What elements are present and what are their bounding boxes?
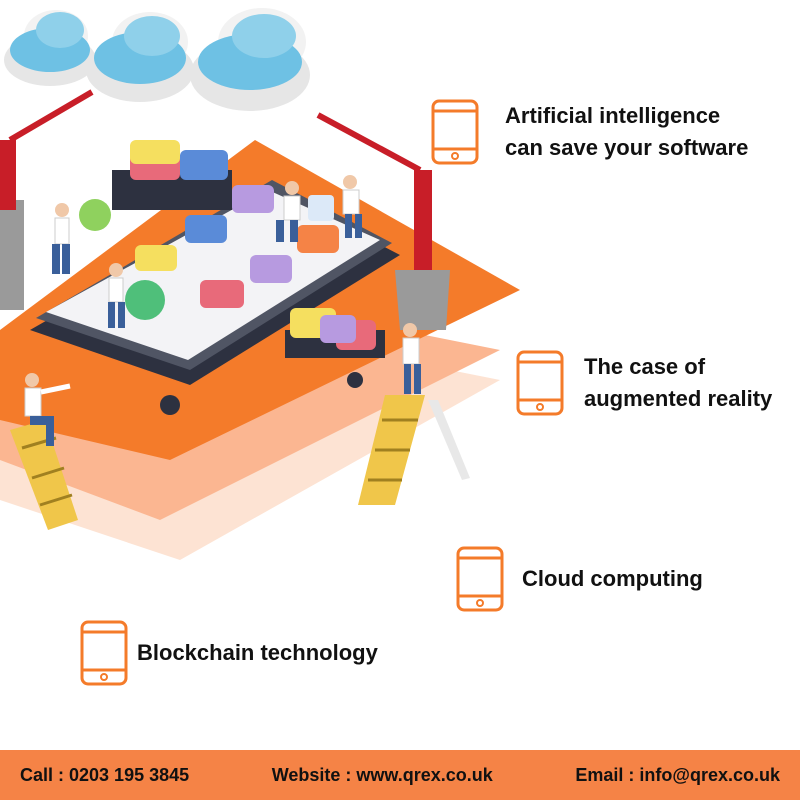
worker-icon bbox=[276, 181, 301, 242]
app-block bbox=[200, 280, 244, 308]
worker-icon bbox=[52, 203, 70, 274]
block-stack bbox=[112, 140, 232, 210]
phone-link[interactable]: Call : 0203 195 3845 bbox=[20, 764, 190, 785]
email-link[interactable]: Email : info@qrex.co.uk bbox=[575, 764, 780, 785]
feature-item-augmented-reality: The case of augmented reality bbox=[516, 350, 772, 416]
feature-item-ai: Artificial intelligence can save your so… bbox=[431, 99, 748, 165]
crane-icon bbox=[316, 112, 450, 330]
app-block bbox=[185, 215, 227, 243]
ladder-icon bbox=[358, 395, 470, 505]
app-block bbox=[232, 185, 274, 213]
feature-label: Artificial intelligence can save your so… bbox=[505, 103, 749, 160]
feature-label: The case of augmented reality bbox=[584, 354, 773, 411]
lock-icon bbox=[79, 199, 111, 231]
cloud-icon bbox=[86, 12, 194, 102]
feature-item-cloud-computing: Cloud computing bbox=[456, 546, 703, 612]
worker-icon bbox=[108, 263, 125, 328]
app-block bbox=[250, 255, 292, 283]
app-development-illustration bbox=[0, 8, 520, 560]
feature-label: Blockchain technology bbox=[137, 640, 378, 665]
tablet-icon bbox=[80, 620, 128, 686]
cloud-icon bbox=[190, 8, 310, 111]
worker-icon bbox=[24, 373, 71, 446]
app-block bbox=[297, 225, 339, 253]
gear-icon bbox=[125, 280, 165, 320]
feature-label: Cloud computing bbox=[522, 566, 703, 591]
tablet-icon bbox=[516, 350, 564, 416]
worker-icon bbox=[342, 175, 362, 238]
website-link[interactable]: Website : www.qrex.co.uk bbox=[271, 764, 493, 785]
crane-icon bbox=[0, 89, 94, 310]
feature-item-blockchain: Blockchain technology bbox=[80, 620, 378, 686]
app-block bbox=[135, 245, 177, 271]
tablet-icon bbox=[456, 546, 504, 612]
cloud-icon bbox=[4, 10, 96, 86]
tablet-icon bbox=[431, 99, 479, 165]
contact-footer: Call : 0203 195 3845 Website : www.qrex.… bbox=[0, 750, 800, 800]
robot-icon bbox=[308, 195, 334, 221]
worker-icon bbox=[402, 323, 421, 394]
block-cart bbox=[285, 308, 385, 358]
